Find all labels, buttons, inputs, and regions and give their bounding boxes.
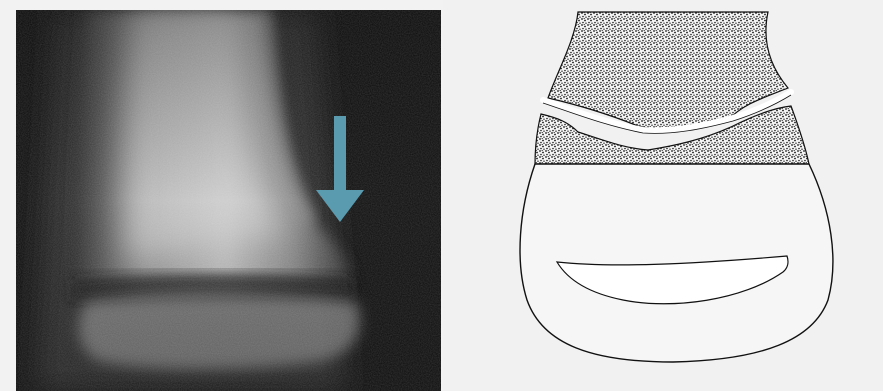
- diagram-panel: [443, 0, 883, 391]
- xray-panel: [16, 10, 441, 391]
- xray-image: [16, 10, 441, 391]
- physis-diagram: [443, 0, 883, 391]
